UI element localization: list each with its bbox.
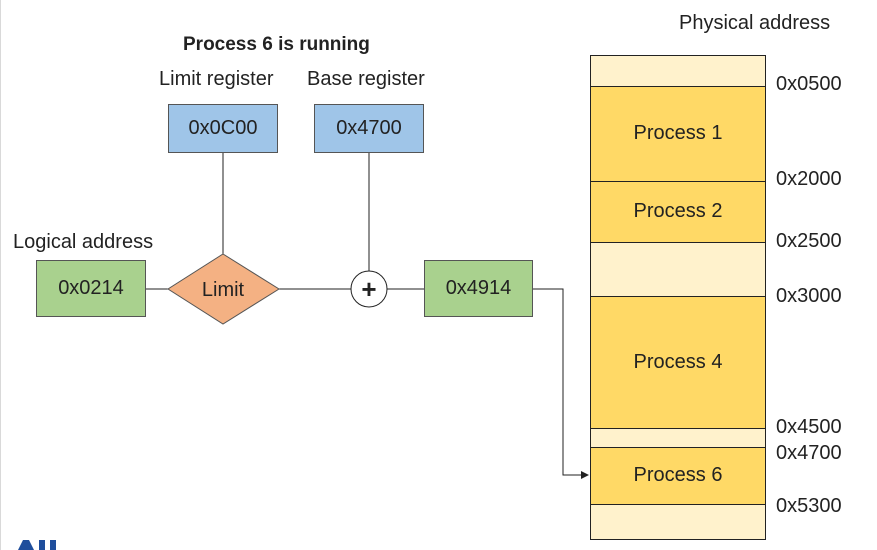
- memory-boundary-line: [590, 447, 766, 448]
- boundary-address-label: 0x4500: [776, 416, 842, 438]
- limit-register-label: Limit register: [159, 68, 274, 90]
- physical-result-box: 0x4914: [424, 260, 533, 317]
- memory-segment-free: [590, 504, 766, 540]
- memory-boundary-line: [590, 504, 766, 505]
- boundary-address-label: 0x5300: [776, 495, 842, 517]
- base-register-box: 0x4700: [314, 104, 424, 153]
- memory-segment-free: [590, 428, 766, 447]
- memory-segment-process-6: Process 6: [590, 447, 766, 504]
- memory-bottom-edge: [590, 539, 766, 540]
- memory-boundary-line: [590, 242, 766, 243]
- left-edge-rule: [0, 0, 1, 550]
- boundary-address-label: 0x0500: [776, 73, 842, 95]
- boundary-address-label: 0x2000: [776, 168, 842, 190]
- adder-circle: [350, 270, 388, 308]
- memory-segment-free: [590, 242, 766, 296]
- memory-boundary-line: [590, 181, 766, 182]
- limit-check-label: Limit: [202, 279, 245, 301]
- limit-check-diamond: [167, 253, 280, 325]
- logical-address-label: Logical address: [13, 231, 154, 253]
- boundary-address-label: 0x4700: [776, 442, 842, 464]
- boundary-address-label: 0x2500: [776, 230, 842, 252]
- memory-boundary-line: [590, 428, 766, 429]
- adder-plus-icon: +: [361, 274, 376, 304]
- limit-register-box: 0x0C00: [168, 104, 278, 153]
- boundary-address-label: 0x3000: [776, 285, 842, 307]
- memory-segment-process-1: Process 1: [590, 86, 766, 181]
- physical-address-label: Physical address: [679, 12, 831, 34]
- memory-segment-process-2: Process 2: [590, 181, 766, 242]
- memory-boundary-line: [590, 86, 766, 87]
- memory-top-edge: [590, 55, 766, 56]
- base-register-label: Base register: [307, 68, 425, 90]
- diagram-title: Process 6 is running: [183, 34, 370, 55]
- memory-boundary-line: [590, 296, 766, 297]
- logo-icon: [18, 540, 56, 550]
- arrow-result-to-physical: [533, 288, 589, 479]
- memory-segment-free: [590, 55, 766, 86]
- logical-address-box: 0x0214: [36, 260, 146, 317]
- memory-segment-process-4: Process 4: [590, 296, 766, 428]
